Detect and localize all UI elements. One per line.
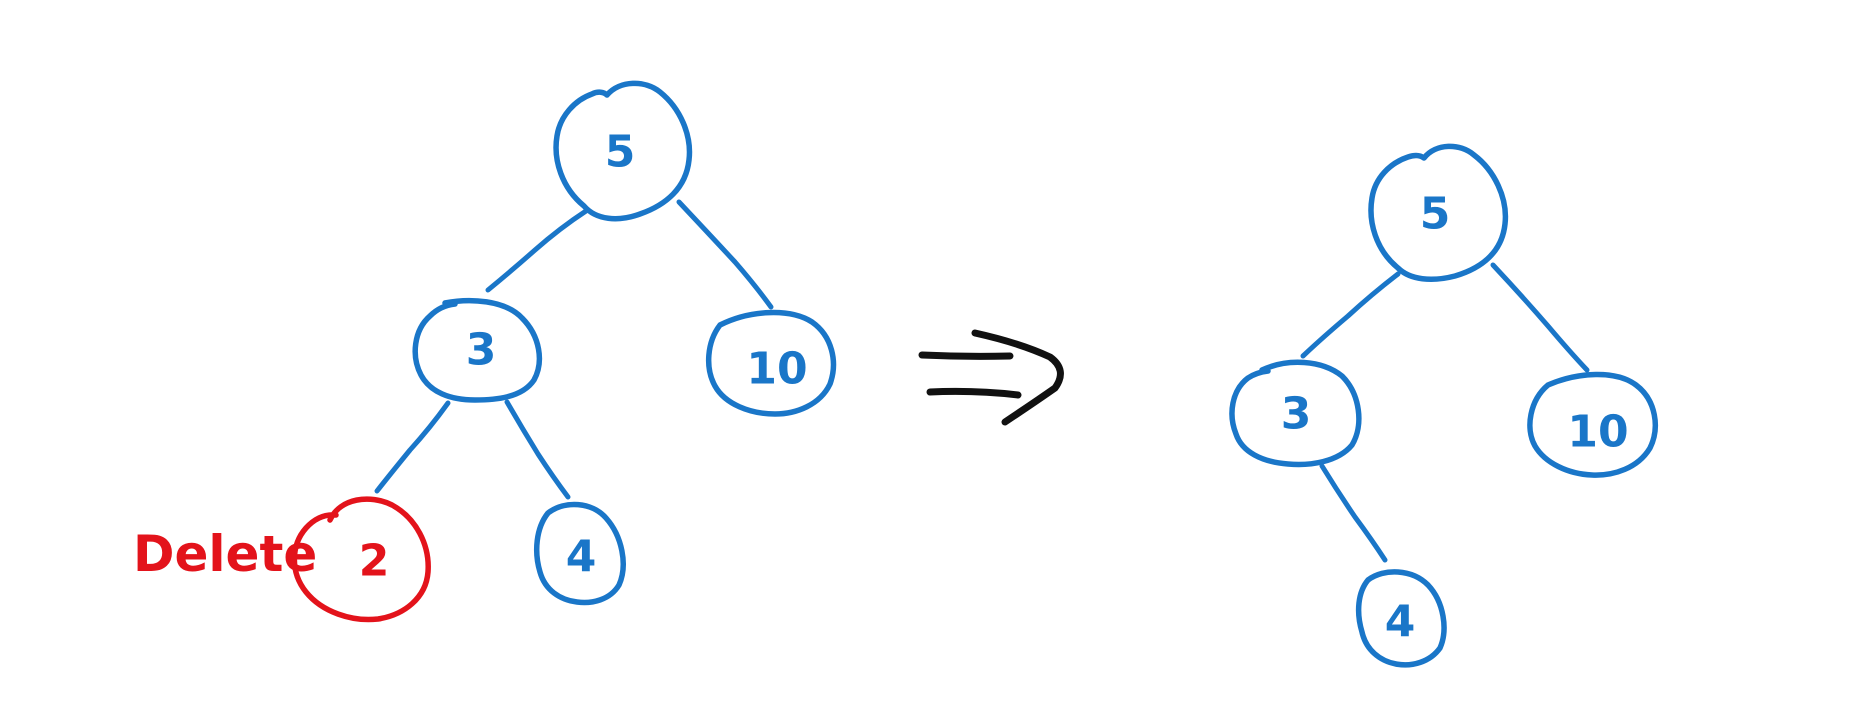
- before-node-10-label: 10: [746, 344, 807, 395]
- after-node-10-label: 10: [1567, 407, 1628, 458]
- before-node-2-deleted: 2: [291, 496, 431, 623]
- after-tree: 5 3 10 4: [1229, 143, 1659, 668]
- before-edge-3-4: [504, 399, 571, 500]
- arrow-lower-bar: [926, 387, 1022, 399]
- after-node-10: 10: [1527, 371, 1659, 478]
- after-node-5-circle: [1368, 143, 1509, 283]
- before-node-2-circle: [291, 496, 431, 623]
- after-node-4-circle: [1355, 569, 1447, 668]
- before-node-10-circle: [705, 309, 837, 417]
- before-node-4-circle: [533, 501, 626, 606]
- after-node-3-label: 3: [1281, 389, 1312, 440]
- before-node-4: 4: [533, 501, 626, 606]
- before-node-3: 3: [412, 297, 543, 403]
- after-node-5-label: 5: [1420, 189, 1451, 240]
- before-node-5: 5: [553, 80, 693, 222]
- before-node-3-label: 3: [466, 325, 497, 376]
- before-edge-3-2: [374, 400, 451, 494]
- implies-arrow-icon: [918, 329, 1064, 426]
- after-node-4-label: 4: [1385, 597, 1416, 648]
- delete-annotation: Delete: [133, 525, 317, 583]
- after-edge-3-4: [1319, 463, 1388, 563]
- before-node-3-circle: [412, 297, 543, 403]
- after-edge-5-3: [1300, 271, 1401, 359]
- before-edge-5-10: [676, 199, 774, 310]
- after-node-10-circle: [1527, 371, 1659, 478]
- after-node-3-circle: [1229, 359, 1362, 468]
- before-tree: 5 3 10 2 4 Delete: [133, 80, 837, 623]
- arrow-upper-bar: [918, 351, 1014, 360]
- after-node-3: 3: [1229, 359, 1362, 468]
- before-node-4-label: 4: [566, 532, 597, 583]
- before-node-2-label: 2: [359, 536, 390, 587]
- before-node-5-label: 5: [605, 127, 636, 178]
- after-node-4: 4: [1355, 569, 1447, 668]
- after-edge-5-10: [1490, 262, 1590, 373]
- arrow-head: [971, 329, 1064, 426]
- before-node-5-circle: [553, 80, 693, 222]
- before-edge-5-3: [485, 208, 589, 293]
- before-node-10: 10: [705, 309, 837, 417]
- after-node-5: 5: [1368, 143, 1509, 283]
